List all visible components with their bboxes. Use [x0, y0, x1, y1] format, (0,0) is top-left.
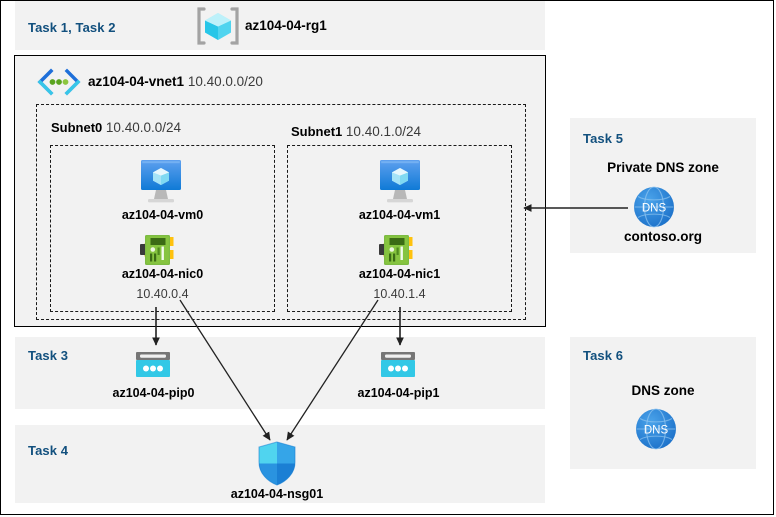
- network-interface-icon: [375, 230, 419, 270]
- pip1-label: az104-04-pip1: [357, 386, 440, 400]
- task-4-label: Task 4: [28, 443, 69, 458]
- vnet-container: [14, 55, 546, 327]
- vm0-label: az104-04-vm0: [121, 208, 204, 222]
- vnet-name: az104-04-vnet1: [88, 74, 185, 89]
- pip0-label: az104-04-pip0: [112, 386, 195, 400]
- nic0-ip: 10.40.0.4: [136, 287, 189, 301]
- subnet0-header: Subnet0 10.40.0.0/24: [51, 120, 181, 135]
- task-3-label: Task 3: [28, 348, 69, 363]
- resource-group-icon: [196, 6, 240, 46]
- nic1-ip: 10.40.1.4: [373, 287, 426, 301]
- public-ip-address-icon: [133, 349, 173, 383]
- task-5-label: Task 5: [583, 131, 624, 146]
- subnets-container: [36, 104, 526, 320]
- subnet0-box: [50, 145, 275, 312]
- network-security-group-icon: [255, 440, 299, 488]
- dns-icon-text: DNS: [642, 203, 667, 215]
- virtual-machine-icon: [372, 157, 428, 205]
- subnet0-name: Subnet0: [51, 120, 103, 135]
- nsg-label: az104-04-nsg01: [230, 487, 324, 501]
- private-dns-zone-name: contoso.org: [624, 229, 702, 244]
- task-5-panel: [570, 118, 756, 253]
- resource-group-name: az104-04-rg1: [245, 18, 327, 33]
- task-1-2-label: Task 1, Task 2: [28, 20, 116, 35]
- subnet1-address-prefix: 10.40.1.0/24: [345, 124, 421, 139]
- nic1-label: az104-04-nic1: [358, 267, 441, 281]
- task-6-label: Task 6: [583, 348, 624, 363]
- task-3-panel: [15, 337, 545, 409]
- subnet0-address-prefix: 10.40.0.0/24: [105, 120, 181, 135]
- dns-zone-icon: DNS: [630, 183, 678, 231]
- vm1-label: az104-04-vm1: [358, 208, 441, 222]
- virtual-network-icon: [36, 68, 82, 96]
- vnet-address-space: 10.40.0.0/20: [187, 74, 263, 89]
- private-dns-zone-title: Private DNS zone: [607, 160, 719, 175]
- task-1-2-panel: [15, 0, 545, 50]
- dns-zone-icon: DNS: [632, 405, 680, 453]
- resource-group-name-text: az104-04-rg1: [245, 18, 327, 33]
- virtual-machine-icon: [133, 157, 189, 205]
- nic0-label: az104-04-nic0: [121, 267, 204, 281]
- subnet1-name: Subnet1: [291, 124, 343, 139]
- network-interface-icon: [136, 230, 180, 270]
- dns-zone-title: DNS zone: [631, 383, 695, 398]
- dns-icon-text: DNS: [644, 425, 669, 437]
- public-ip-address-icon: [378, 349, 418, 383]
- subnet1-header: Subnet1 10.40.1.0/24: [291, 124, 421, 139]
- vnet-header: az104-04-vnet1 10.40.0.0/20: [88, 74, 263, 89]
